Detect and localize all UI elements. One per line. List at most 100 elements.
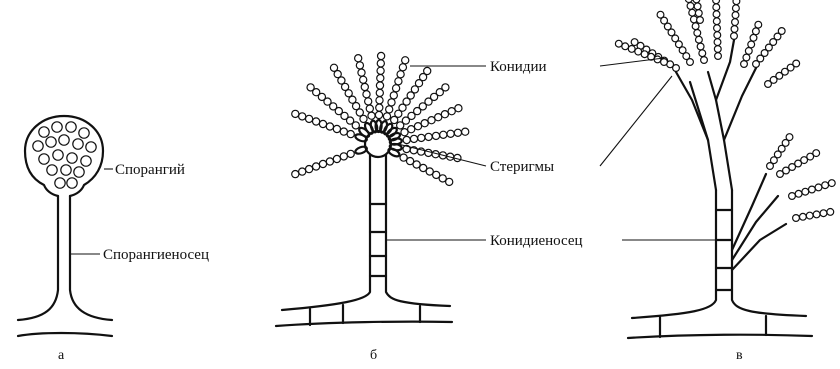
conidium bbox=[408, 126, 415, 133]
conidium bbox=[403, 136, 410, 143]
conidium bbox=[748, 41, 755, 48]
conidiophore-v-septa bbox=[716, 210, 732, 290]
conidium bbox=[615, 40, 622, 47]
sporangiospore bbox=[47, 165, 57, 175]
conidium bbox=[442, 84, 449, 91]
conidium bbox=[376, 82, 383, 89]
conidium bbox=[386, 106, 393, 113]
conidia-chain bbox=[731, 0, 740, 39]
conidium bbox=[820, 210, 827, 217]
conidium bbox=[368, 112, 375, 119]
conidium bbox=[347, 131, 354, 138]
conidium bbox=[306, 166, 313, 173]
conidium bbox=[714, 32, 721, 39]
conidia-chain bbox=[793, 209, 834, 222]
sporangiophore-label: Спорангиеносец bbox=[103, 247, 209, 263]
conidium bbox=[347, 150, 354, 157]
sporangiospore bbox=[39, 154, 49, 164]
conidium bbox=[714, 25, 721, 32]
panel-label-v: в bbox=[736, 348, 743, 363]
conidium bbox=[454, 129, 461, 136]
conidium bbox=[333, 155, 340, 162]
conidium bbox=[689, 9, 696, 16]
conidiophore-v-right bbox=[732, 190, 806, 316]
conidium bbox=[800, 213, 807, 220]
conidium bbox=[410, 135, 417, 142]
conidium bbox=[693, 0, 700, 3]
conidium bbox=[447, 130, 454, 137]
conidium bbox=[421, 120, 428, 127]
conidium bbox=[661, 59, 668, 66]
conidium bbox=[795, 190, 802, 197]
conidium bbox=[313, 118, 320, 125]
conidium bbox=[713, 18, 720, 25]
conidium bbox=[361, 83, 368, 90]
conidium bbox=[333, 125, 340, 132]
panel-v-drawing bbox=[615, 0, 835, 338]
conidium bbox=[753, 28, 760, 35]
penicillus-branch bbox=[676, 72, 716, 190]
conidium bbox=[432, 132, 439, 139]
conidium bbox=[326, 158, 333, 165]
panel-b-drawing bbox=[276, 52, 469, 326]
conidium bbox=[713, 0, 720, 4]
conidium bbox=[793, 215, 800, 222]
sporangiospore bbox=[74, 167, 84, 177]
conidium bbox=[307, 84, 314, 91]
conidium bbox=[743, 54, 750, 61]
conidium bbox=[827, 209, 834, 216]
conidium bbox=[741, 61, 748, 68]
conidium bbox=[692, 23, 699, 30]
penicillus-branch bbox=[732, 196, 778, 260]
conidium bbox=[340, 153, 347, 160]
conidium bbox=[378, 52, 385, 59]
conidium bbox=[399, 64, 406, 71]
conidium bbox=[732, 19, 739, 26]
sporangiospore bbox=[67, 178, 77, 188]
conidium bbox=[313, 163, 320, 170]
conidium bbox=[330, 64, 337, 71]
conidium bbox=[750, 34, 757, 41]
conidium bbox=[699, 50, 706, 57]
conidium bbox=[813, 211, 820, 218]
conidium bbox=[793, 60, 800, 67]
sporangiospore bbox=[86, 142, 96, 152]
conidium bbox=[806, 212, 813, 219]
conidium bbox=[425, 149, 432, 156]
conidium bbox=[713, 4, 720, 11]
penicillus-branch bbox=[690, 82, 708, 140]
conidium bbox=[733, 5, 740, 12]
conidium bbox=[713, 11, 720, 18]
conidium bbox=[306, 115, 313, 122]
conidium bbox=[715, 53, 722, 60]
penicillus-branch bbox=[724, 68, 756, 140]
conidium bbox=[731, 33, 738, 40]
sporangiospore bbox=[46, 137, 56, 147]
sporangiospore bbox=[61, 165, 71, 175]
sterigma bbox=[354, 145, 367, 155]
panel-label-b: б bbox=[370, 348, 377, 363]
conidia-chain bbox=[777, 150, 820, 178]
conidiophore-b-septa bbox=[370, 204, 386, 276]
conidium bbox=[376, 97, 383, 104]
conidium bbox=[397, 71, 404, 78]
conidium bbox=[694, 30, 701, 37]
conidium bbox=[440, 131, 447, 138]
sporangiospore bbox=[52, 122, 62, 132]
conidium bbox=[414, 123, 421, 130]
panel-label-a: а bbox=[58, 348, 65, 363]
conidium bbox=[376, 89, 383, 96]
conidium bbox=[462, 128, 469, 135]
conidium bbox=[789, 193, 796, 200]
conidium bbox=[641, 51, 648, 58]
conidium bbox=[697, 43, 704, 50]
conidium bbox=[694, 3, 701, 10]
conidia-label: Конидии bbox=[490, 59, 547, 75]
conidia-chains-v bbox=[615, 0, 835, 221]
sporangiospore bbox=[59, 135, 69, 145]
conidium bbox=[745, 48, 752, 55]
conidium bbox=[365, 98, 372, 105]
substrate-line-a bbox=[18, 333, 112, 336]
sporangiospore bbox=[67, 153, 77, 163]
